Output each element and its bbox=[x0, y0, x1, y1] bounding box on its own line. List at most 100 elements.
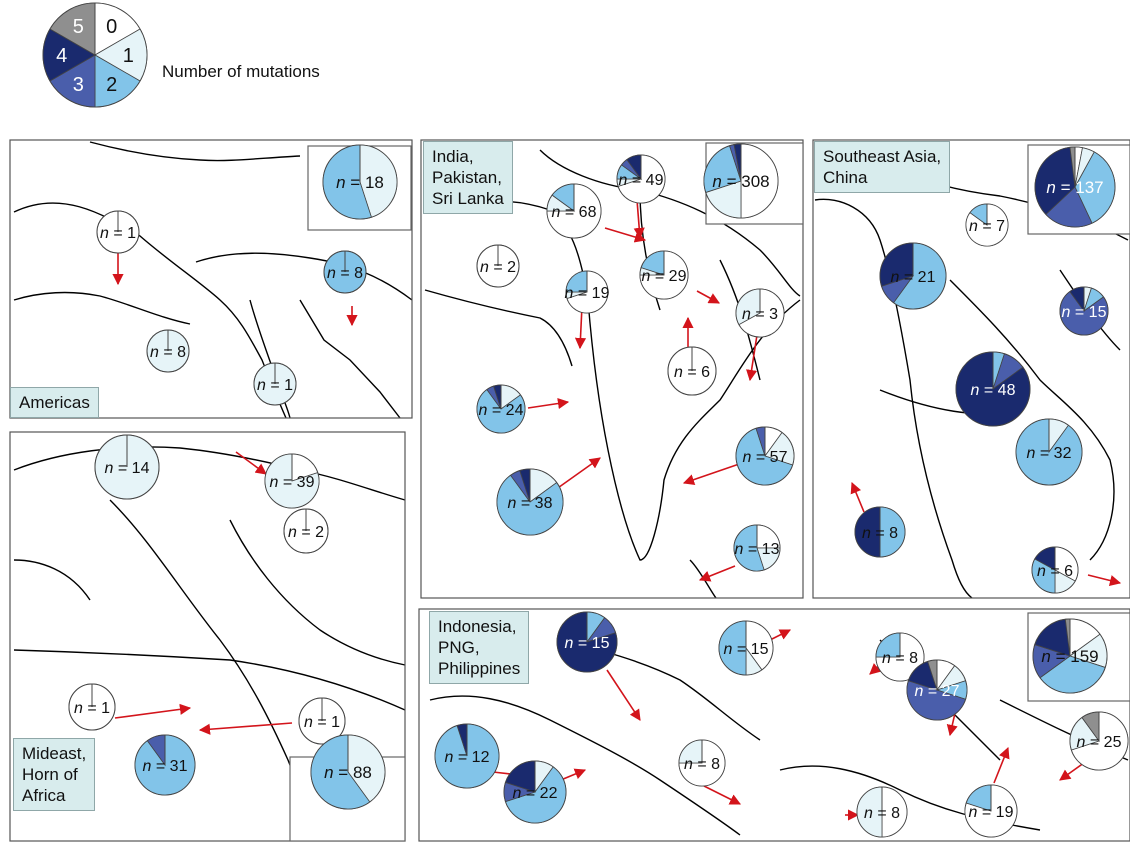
pie-count-29: 1 bbox=[331, 714, 340, 731]
panel-label-line: Africa bbox=[22, 786, 66, 805]
pie-seasia-n21-19: n = 21 bbox=[879, 242, 947, 310]
pie-seasia-n137-17: n = 137 bbox=[1034, 146, 1116, 228]
pie-count-21: 48 bbox=[998, 382, 1016, 399]
pie-count-39: 22 bbox=[540, 785, 558, 802]
pie-mideast-n1-29: n = 1 bbox=[298, 697, 346, 745]
panel-label-indonesia: Indonesia,PNG,Philippines bbox=[429, 611, 530, 684]
pie-seasia-n21-19-slice-2 bbox=[893, 242, 947, 310]
panel-label-line: Southeast Asia, bbox=[823, 147, 942, 166]
coastline-seasia-2 bbox=[949, 279, 1115, 561]
pie-label-9: n = 19 bbox=[565, 285, 610, 302]
pie-seasia-n137-17-slice-3 bbox=[1045, 186, 1093, 228]
pie-indonesia-n22-39-slice-2 bbox=[505, 766, 567, 824]
pie-india-n24-13: n = 24 bbox=[476, 384, 526, 434]
pie-count-15: 38 bbox=[535, 495, 553, 512]
pie-indonesia-n159-32-slice-2 bbox=[1039, 655, 1106, 694]
pie-indonesia-n15-34-slice-0 bbox=[745, 620, 774, 671]
pie-indonesia-n8-41-slice-1 bbox=[856, 786, 883, 838]
legend-category-4: 4 bbox=[56, 45, 67, 67]
pie-india-n308-5-slice-2 bbox=[703, 145, 742, 193]
pie-count-22: 32 bbox=[1054, 445, 1072, 462]
pie-india-n19-9-slice-2 bbox=[565, 270, 588, 293]
pie-count-26: 39 bbox=[297, 474, 315, 491]
pie-count-12: 6 bbox=[701, 364, 710, 381]
pie-seasia-n21-19-slice-4 bbox=[879, 242, 914, 287]
pie-label-19: n = 21 bbox=[891, 269, 936, 286]
pie-seasia-n137-17-slice-2 bbox=[1074, 151, 1116, 224]
pie-americas-n18-0: n = 18 bbox=[322, 144, 398, 220]
pie-label-26: n = 39 bbox=[270, 474, 315, 491]
pie-label-3: n = 8 bbox=[150, 344, 186, 361]
pie-label-33: n = 15 bbox=[565, 635, 610, 652]
pie-indonesia-n22-39-slice-4 bbox=[505, 760, 536, 793]
pie-seasia-n137-17-slice-4 bbox=[1034, 146, 1076, 215]
pie-count-37: 25 bbox=[1104, 734, 1122, 751]
arrow-13 bbox=[1087, 574, 1122, 586]
pie-count-23: 8 bbox=[889, 525, 898, 542]
legend-pie-slice-2 bbox=[94, 54, 141, 108]
coastline-mideast-2 bbox=[13, 649, 406, 711]
pie-seasia-n15-20: n = 15 bbox=[1059, 286, 1109, 336]
legend-pie-slice-3 bbox=[49, 54, 96, 108]
pie-label-27: n = 2 bbox=[288, 524, 324, 541]
pie-label-30: n = 31 bbox=[143, 758, 188, 775]
pie-seasia-n8-23-slice-4 bbox=[854, 506, 881, 558]
legend-pie-slice-1 bbox=[94, 28, 148, 82]
pie-label-16: n = 13 bbox=[735, 541, 780, 558]
pie-count-6: 68 bbox=[579, 204, 597, 221]
pie-indonesia-n25-37-slice-0 bbox=[1070, 711, 1129, 771]
pie-india-n6-12: n = 6 bbox=[667, 346, 717, 396]
pie-india-n68-6: n = 68 bbox=[546, 183, 602, 239]
legend-category-2: 2 bbox=[106, 74, 117, 96]
coastline-mideast-3 bbox=[229, 519, 406, 666]
pie-label-34: n = 15 bbox=[724, 641, 769, 658]
coastline-indonesia-0 bbox=[429, 695, 741, 836]
arrow-12 bbox=[850, 481, 865, 513]
coastline-americas-5 bbox=[13, 291, 191, 325]
pie-label-42: n = 19 bbox=[969, 804, 1014, 821]
arrow-5 bbox=[696, 290, 720, 304]
pie-india-n49-7: n = 49 bbox=[616, 154, 666, 204]
pie-mideast-n88-31-slice-1 bbox=[347, 734, 386, 803]
pie-india-n308-5-slice-0 bbox=[740, 143, 779, 219]
arrow-24 bbox=[703, 785, 742, 805]
pie-americas-n18-0-slice-2 bbox=[322, 144, 372, 220]
pie-india-n29-10: n = 29 bbox=[639, 250, 689, 300]
arrow-11 bbox=[698, 565, 736, 582]
pie-americas-n18-0-slice-1 bbox=[359, 144, 398, 218]
pie-label-23: n = 8 bbox=[862, 525, 898, 542]
pie-count-27: 2 bbox=[315, 524, 324, 541]
pie-count-41: 8 bbox=[891, 805, 900, 822]
panel-label-line: Americas bbox=[19, 393, 90, 412]
pie-label-37: n = 25 bbox=[1077, 734, 1122, 751]
pie-americas-n8-2: n = 8 bbox=[323, 250, 367, 294]
arrow-6 bbox=[746, 334, 758, 382]
pie-count-11: 3 bbox=[769, 306, 778, 323]
pie-americas-n1-1: n = 1 bbox=[96, 210, 140, 254]
pie-indonesia-n8-40-slice-1 bbox=[678, 739, 703, 764]
pie-seasia-n7-18: n = 7 bbox=[965, 203, 1009, 247]
panel-label-seasia: Southeast Asia,China bbox=[814, 141, 951, 193]
panel-label-india: India,Pakistan,Sri Lanka bbox=[423, 141, 513, 214]
pie-count-17: 137 bbox=[1075, 178, 1103, 197]
pie-label-6: n = 68 bbox=[552, 204, 597, 221]
pie-indonesia-n12-38: n = 12 bbox=[434, 723, 500, 789]
pie-count-30: 31 bbox=[170, 758, 188, 775]
panel-label-americas: Americas bbox=[10, 387, 99, 418]
pie-label-41: n = 8 bbox=[864, 805, 900, 822]
legend-category-5: 5 bbox=[73, 16, 84, 38]
pie-indonesia-n27-36: n = 27 bbox=[906, 659, 968, 721]
coastline-americas-0 bbox=[13, 202, 287, 419]
pie-label-39: n = 22 bbox=[513, 785, 558, 802]
pie-count-34: 15 bbox=[751, 641, 769, 658]
pie-count-24: 6 bbox=[1064, 563, 1073, 580]
pie-india-n57-14-slice-2 bbox=[735, 427, 794, 486]
pie-indonesia-n8-35: n = 8 bbox=[875, 632, 925, 682]
pie-label-10: n = 29 bbox=[642, 268, 687, 285]
coastline-india-3 bbox=[639, 189, 661, 311]
pie-count-4: 1 bbox=[284, 377, 293, 394]
panel-india bbox=[420, 139, 804, 599]
pie-mideast-n2-27: n = 2 bbox=[283, 508, 329, 554]
panel-label-line: Sri Lanka bbox=[432, 189, 504, 208]
